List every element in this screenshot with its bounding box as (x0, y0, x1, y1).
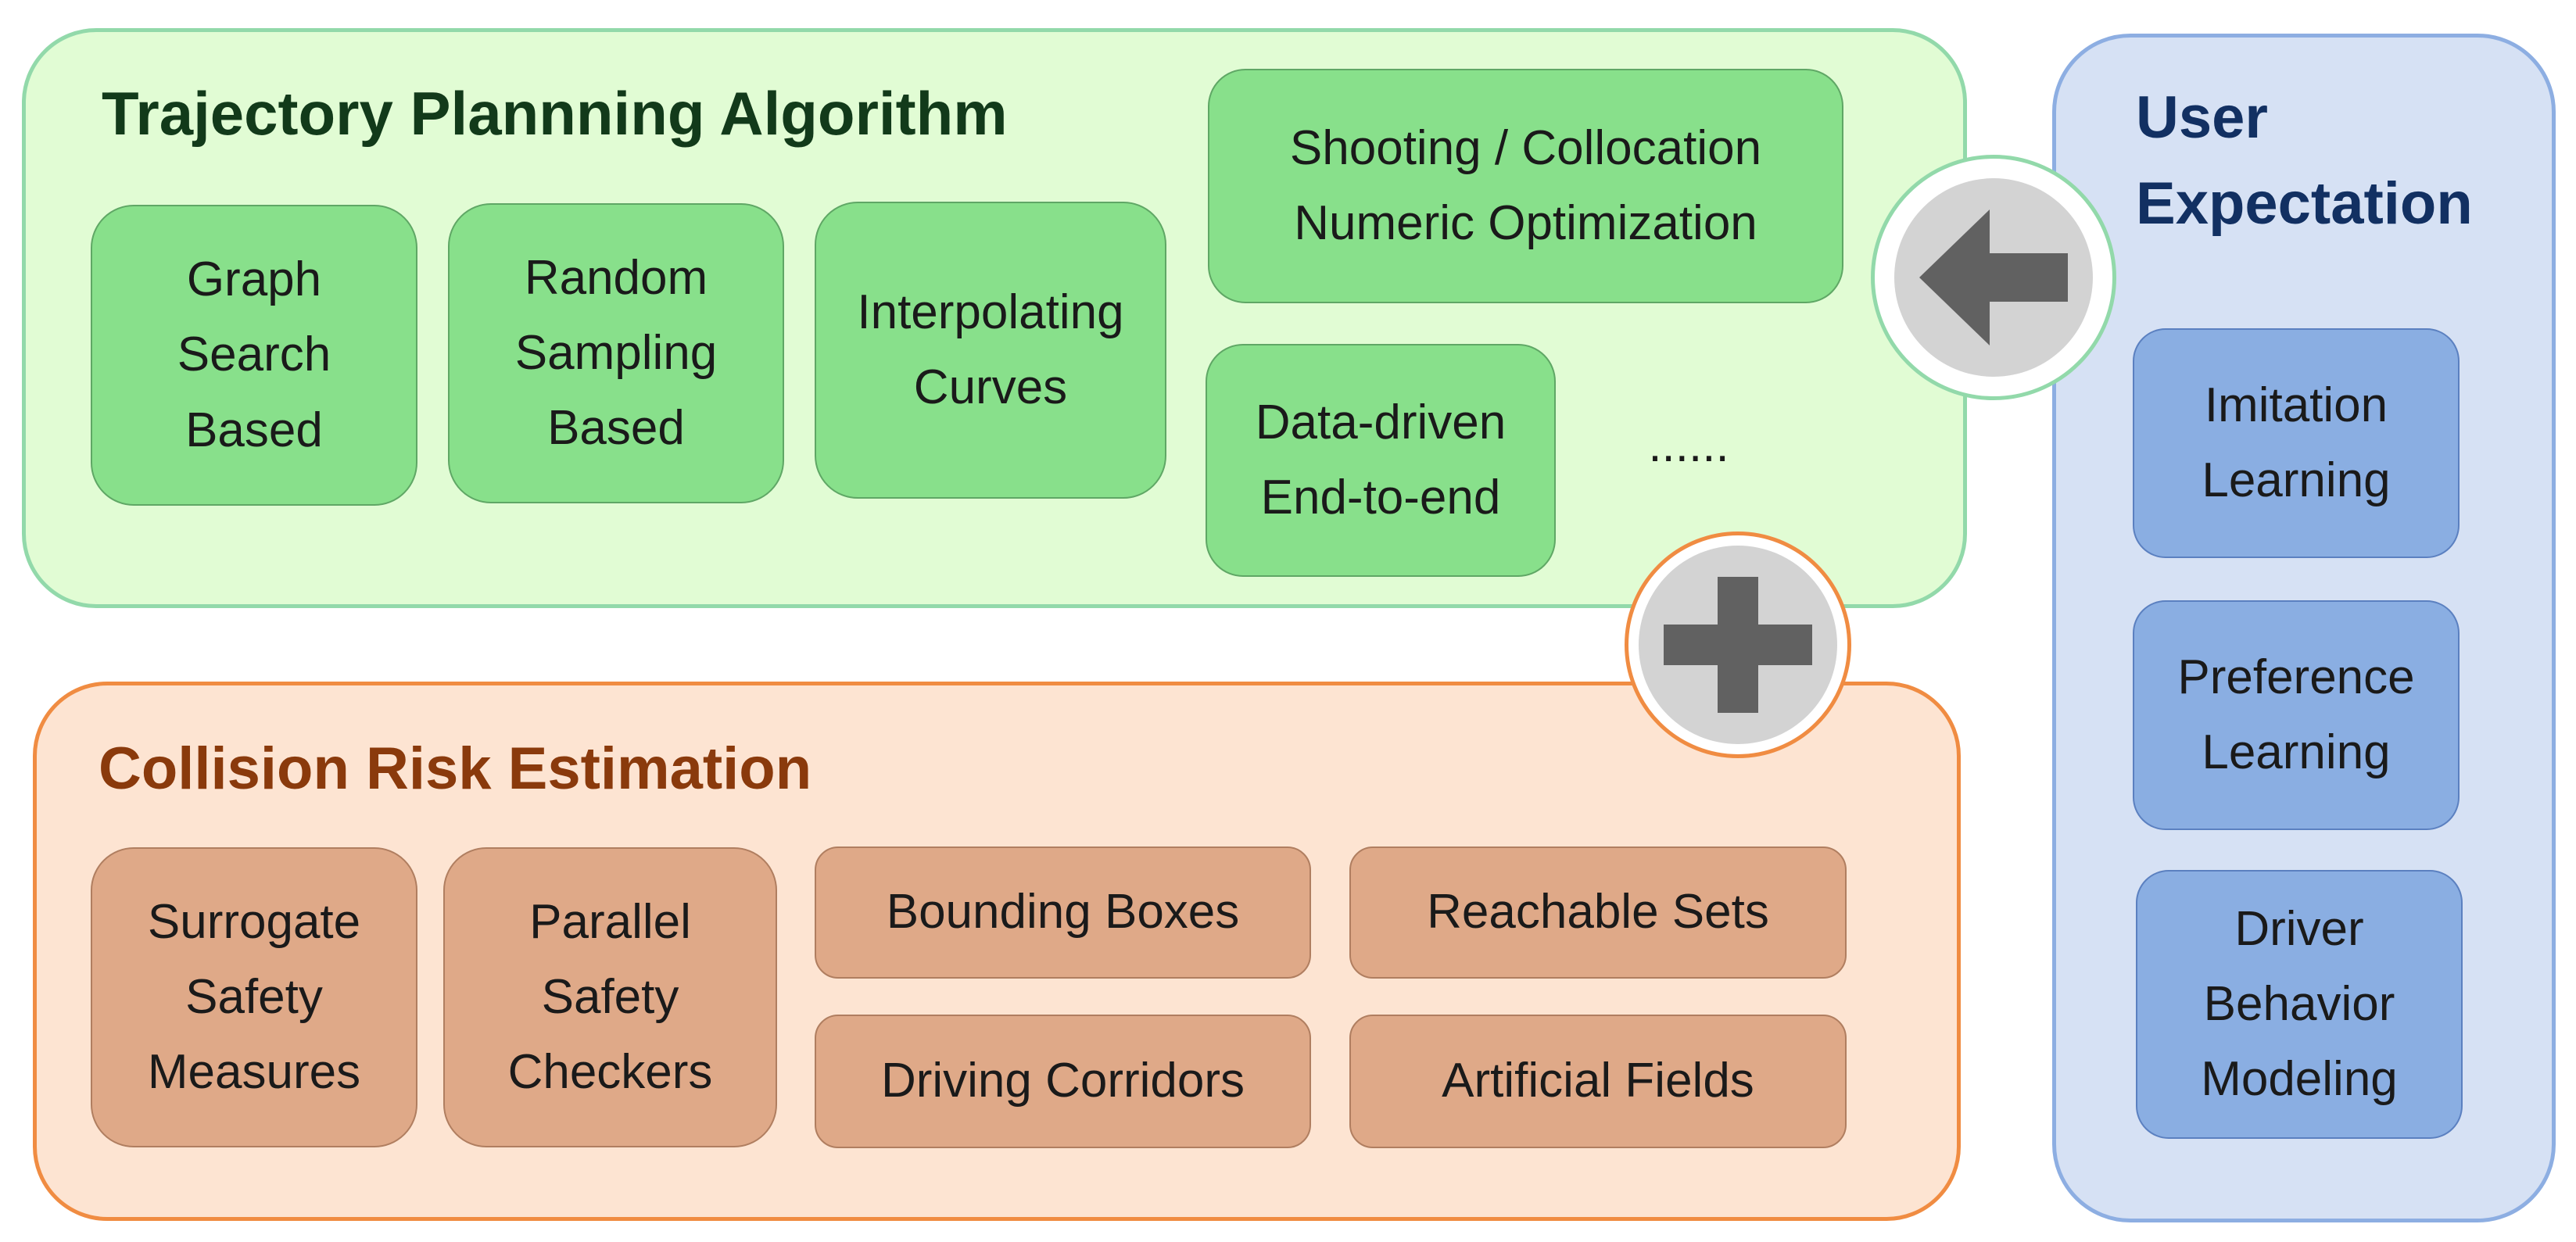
data-driven-box: Data-driven End-to-end (1206, 344, 1556, 577)
artificial-fields-box: Artificial Fields (1349, 1015, 1847, 1148)
more-ellipsis: ...... (1648, 417, 1729, 472)
preference-learning-box: Preference Learning (2133, 600, 2460, 830)
user-panel-title: User Expectation (2136, 84, 2473, 238)
plus-icon (1639, 546, 1837, 744)
arrow-left-glyph (1919, 209, 2068, 345)
reachable-sets-box: Reachable Sets (1349, 846, 1847, 979)
numeric-optimization-box: Shooting / Collocation Numeric Optimizat… (1208, 69, 1843, 303)
imitation-learning-box: Imitation Learning (2133, 328, 2460, 558)
plus-glyph (1664, 577, 1812, 713)
surrogate-safety-box: Surrogate Safety Measures (91, 847, 417, 1147)
graph-search-box: Graph Search Based (91, 205, 417, 506)
driving-corridors-box: Driving Corridors (815, 1015, 1311, 1148)
parallel-safety-box: Parallel Safety Checkers (443, 847, 777, 1147)
trajectory-panel-title: Trajectory Plannning Algorithm (102, 79, 1008, 148)
bounding-boxes-box: Bounding Boxes (815, 846, 1311, 979)
random-sampling-box: Random Sampling Based (448, 203, 784, 503)
collision-panel-title: Collision Risk Estimation (99, 736, 812, 802)
arrow-left-icon (1894, 178, 2093, 377)
interpolating-curves-box: Interpolating Curves (815, 202, 1166, 499)
driver-behavior-box: Driver Behavior Modeling (2136, 870, 2463, 1139)
